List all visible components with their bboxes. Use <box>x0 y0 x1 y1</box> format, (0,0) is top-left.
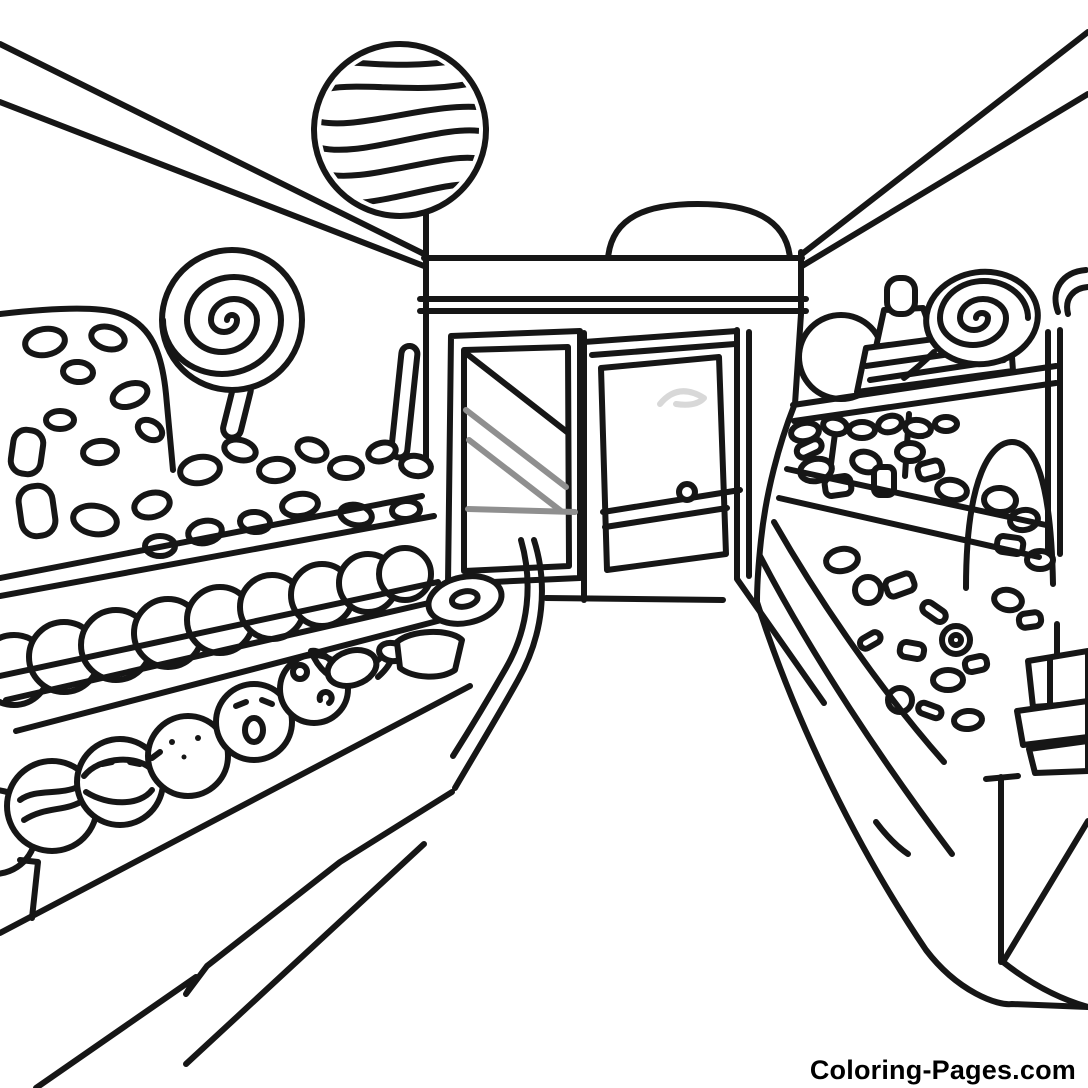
floor-lines <box>543 576 827 706</box>
floor-line-zigzag <box>33 789 455 1088</box>
shelf-edge <box>13 615 452 734</box>
storefront-fascia <box>417 201 809 407</box>
left-shop-window <box>445 328 583 587</box>
candy-register-stand <box>1014 621 1088 776</box>
candy-stick <box>388 342 421 461</box>
counter-base <box>0 683 473 936</box>
door-handle <box>676 481 698 503</box>
counter-end-curve <box>452 537 545 791</box>
left-wall-edge <box>0 41 427 269</box>
candy-cup <box>394 628 465 680</box>
gumball-row <box>0 545 434 708</box>
display-candies <box>981 484 1056 631</box>
right-wall-edge <box>799 29 1088 269</box>
candy-mound <box>0 305 176 473</box>
shelf-edge <box>0 493 425 581</box>
donut-candy <box>425 573 505 627</box>
door-panel <box>598 354 729 573</box>
swirl-candy <box>901 268 1041 381</box>
faint-sketch-arc <box>657 388 707 408</box>
watermark-text: Coloring-Pages.com <box>809 1055 1076 1085</box>
left-candy-counter <box>0 305 545 1088</box>
base-notch <box>17 857 41 921</box>
shelf-edge <box>0 579 441 679</box>
entrance-arch <box>605 201 793 261</box>
corner-swirl-candy <box>1052 267 1088 317</box>
spiral-lollipop <box>159 247 305 441</box>
shop-door <box>581 327 752 603</box>
glass-reflections <box>463 351 578 515</box>
display-candies <box>823 545 991 733</box>
right-display-case <box>754 267 1088 1010</box>
display-shelf <box>790 363 1059 408</box>
truffle-row <box>0 652 351 877</box>
shelf-edge <box>0 513 437 599</box>
floor-line <box>183 841 427 1067</box>
